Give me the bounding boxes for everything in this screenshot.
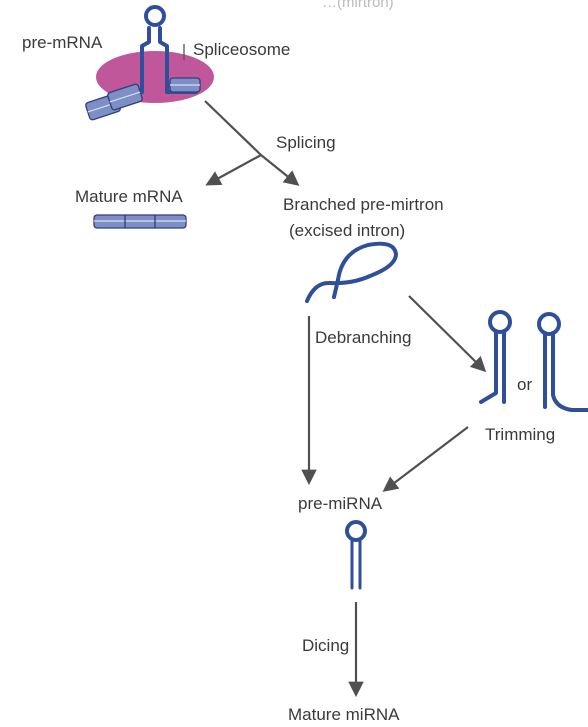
branched-pre-mirtron-label: Branched pre-mirtron — [283, 195, 444, 214]
mature-mrna-exons — [94, 215, 186, 228]
hairpin-option-2 — [539, 314, 588, 410]
hairpin-option-1 — [481, 312, 510, 402]
mature-mirna-label: Mature miRNA — [288, 705, 400, 724]
mature-mrna-label: Mature mRNA — [75, 187, 183, 206]
debranching-label: Debranching — [315, 328, 411, 347]
exon-right — [170, 78, 200, 92]
spliceosome-complex — [85, 7, 214, 121]
spliceosome-label: Spliceosome — [193, 40, 290, 59]
pre-mirna-label: pre-miRNA — [298, 494, 383, 513]
or-label: or — [517, 375, 532, 394]
dicing-label: Dicing — [302, 636, 349, 655]
excised-intron-label: (excised intron) — [289, 221, 405, 240]
pre-mrna-loop — [146, 7, 164, 25]
arrow-to-branched-pre-mirtron — [261, 155, 297, 184]
arrow-to-mature-mrna — [208, 155, 261, 184]
pre-mrna-label: pre-mRNA — [22, 33, 103, 52]
lariat-intron — [307, 244, 396, 301]
cut-off-title: …(mirtron) — [322, 0, 394, 11]
arrow-to-hairpins — [409, 296, 484, 370]
pre-mirna-hairpin — [347, 522, 365, 588]
trimming-label: Trimming — [485, 425, 555, 444]
trimming-arrow — [385, 427, 468, 490]
splicing-arrow — [205, 101, 261, 155]
splicing-label: Splicing — [276, 133, 336, 152]
